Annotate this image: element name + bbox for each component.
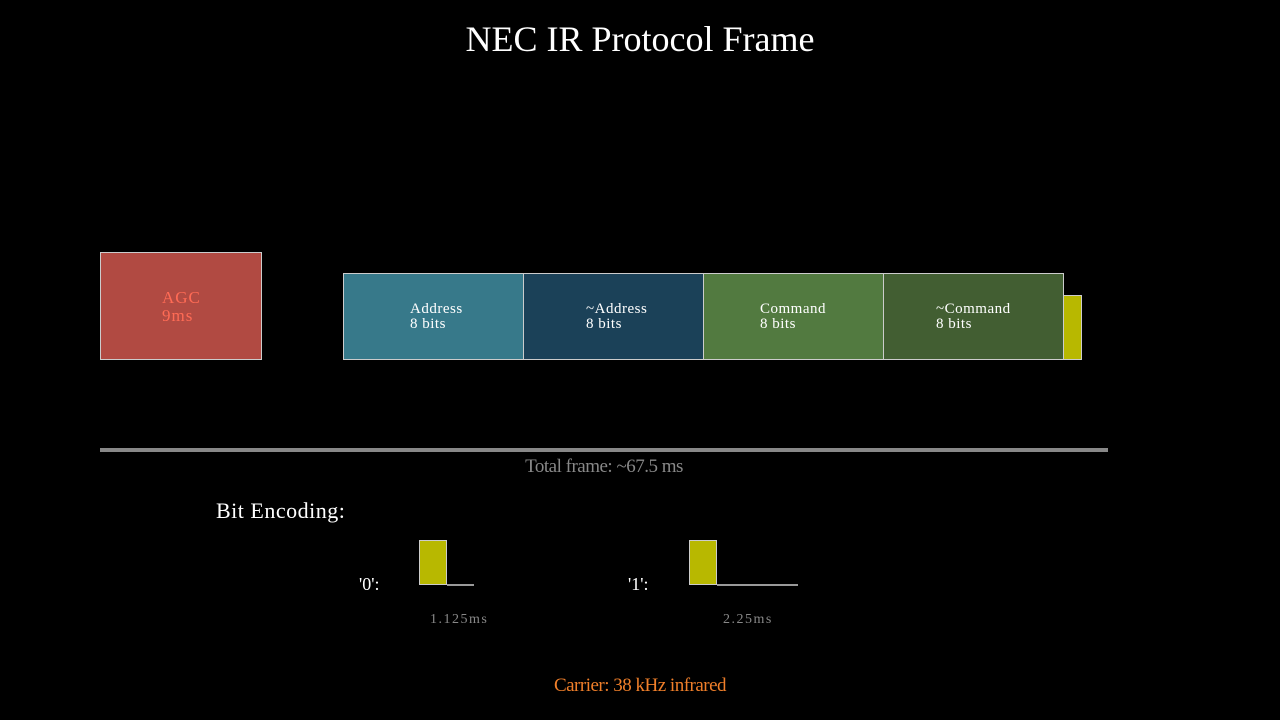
inverted-command-bits: 8 bits xyxy=(936,316,972,332)
carrier-label: Carrier: 38 kHz infrared xyxy=(553,675,727,696)
inverted-command-block: ~Command 8 bits xyxy=(883,273,1064,360)
stop-bit-block xyxy=(1063,295,1082,360)
inverted-command-text: ~Command 8 bits xyxy=(936,302,1011,332)
frame-baseline xyxy=(100,448,1108,452)
zero-bit-space xyxy=(447,584,474,586)
one-bit-pulse xyxy=(689,540,717,585)
agc-label: AGC xyxy=(162,288,201,307)
total-frame-label: Total frame: ~67.5 ms xyxy=(525,456,683,477)
page-title: NEC IR Protocol Frame xyxy=(465,19,815,59)
agc-duration: 9ms xyxy=(162,306,194,325)
command-label: Command xyxy=(760,301,826,317)
command-block: Command 8 bits xyxy=(703,273,884,360)
inverted-address-block: ~Address 8 bits xyxy=(523,273,704,360)
zero-bit-pulse xyxy=(419,540,447,585)
agc-text: AGC 9ms xyxy=(162,289,201,325)
inverted-address-bits: 8 bits xyxy=(586,316,622,332)
one-bit-duration: 2.25ms xyxy=(723,612,773,627)
address-block: Address 8 bits xyxy=(343,273,524,360)
zero-bit-label: '0': xyxy=(359,574,380,594)
inverted-address-label: ~Address xyxy=(586,301,648,317)
one-bit-label: '1': xyxy=(628,574,649,594)
command-bits: 8 bits xyxy=(760,316,796,332)
address-text: Address 8 bits xyxy=(410,302,463,332)
zero-bit-duration: 1.125ms xyxy=(430,612,489,627)
address-bits: 8 bits xyxy=(410,316,446,332)
address-label: Address xyxy=(410,301,463,317)
agc-block: AGC 9ms xyxy=(100,252,262,360)
bit-encoding-title: Bit Encoding: xyxy=(216,498,346,523)
inverted-address-text: ~Address 8 bits xyxy=(586,302,647,332)
inverted-command-label: ~Command xyxy=(936,301,1011,317)
command-text: Command 8 bits xyxy=(760,302,826,332)
one-bit-space xyxy=(717,584,798,586)
